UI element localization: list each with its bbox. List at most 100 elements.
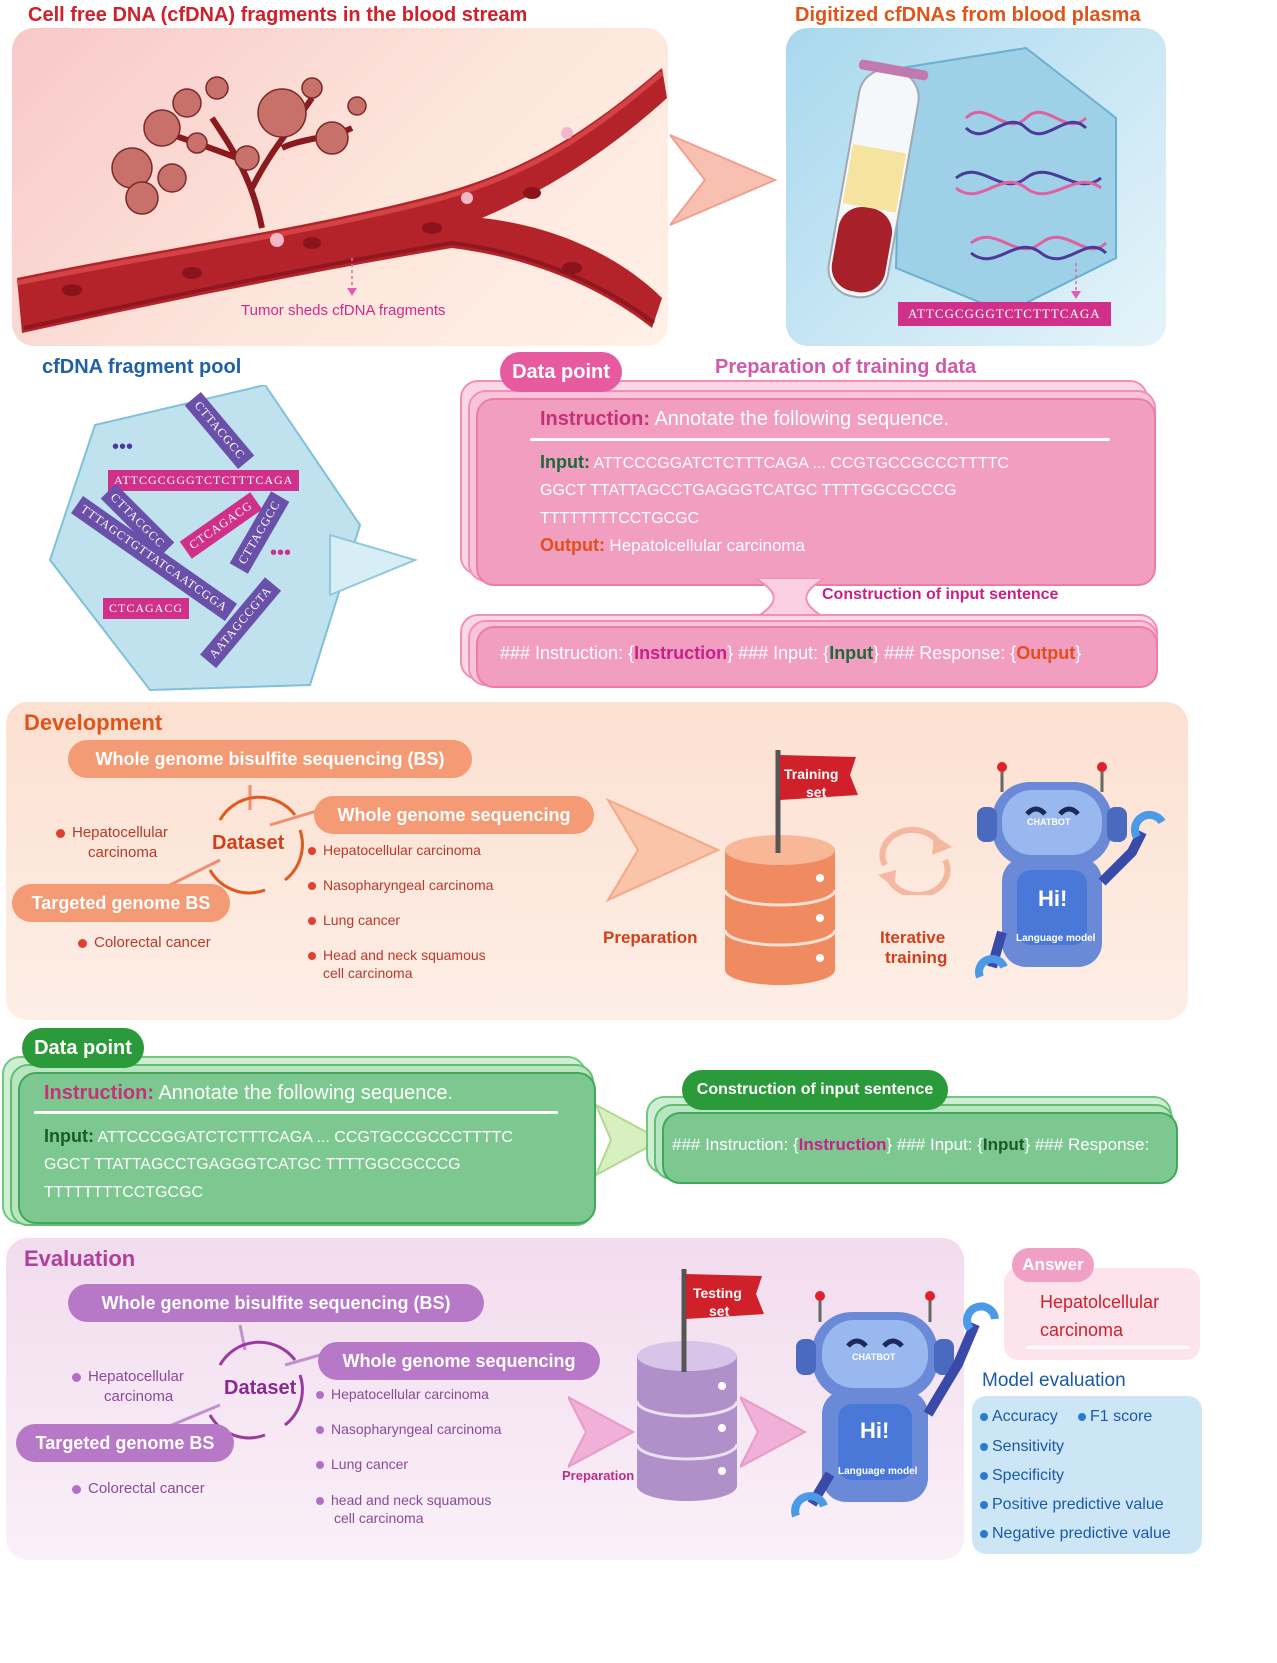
eval-left-item-1b: carcinoma — [104, 1388, 174, 1405]
dev-left-item-2: Colorectal cancer — [78, 934, 211, 951]
blood-vessel-illustration — [16, 68, 667, 333]
model-eval-panel — [972, 1396, 1202, 1554]
eval-wgs-item-4: head and neck squamous — [316, 1492, 491, 1508]
dev-preparation-arrow-icon — [605, 797, 721, 903]
fragment-2: ATTCGCGGGTCTCTTTCAGA — [108, 470, 300, 491]
tumor-sheds-label: Tumor sheds cfDNA fragments — [241, 302, 446, 319]
test-data-point-tab: Data point — [22, 1028, 144, 1068]
test-tube-illustration — [827, 46, 1117, 315]
sentence-key-input: Input — [829, 643, 874, 663]
dev-chatbot-icon — [975, 762, 1166, 979]
eval-dataset-lines — [159, 1324, 321, 1440]
test-sentence-key-input: Input — [982, 1135, 1025, 1154]
metric-f1: F1 score — [1078, 1408, 1152, 1426]
dev-left-item-1: Hepatocellular — [56, 824, 168, 841]
model-eval-title: Model evaluation — [982, 1370, 1126, 1391]
testing-flag-icon — [681, 1269, 764, 1372]
sentence-part-3: } ### Response: { — [873, 643, 1017, 663]
input-line-1: ATTCCCGGATCTCTTTCAGA ... CCGTGCCGCCCTTTT… — [593, 455, 1009, 472]
training-sentence: ### Instruction: {Instruction} ### Input… — [500, 643, 1081, 664]
metric-accuracy: Accuracy — [980, 1408, 1058, 1426]
test-sentence-card — [662, 1112, 1178, 1184]
test-input-line-2: GGCT TTATTAGCCTGAGGGTCATGC TTTTGGCGCCCG — [44, 1156, 461, 1173]
test-sentence-part-1: ### Instruction: { — [672, 1135, 799, 1154]
metric-specificity: Specificity — [980, 1467, 1064, 1485]
fragment-pool-title: cfDNA fragment pool — [42, 356, 242, 378]
dev-hi-label: Hi! — [1038, 886, 1068, 911]
dev-chatbot-label: CHATBOT — [1027, 817, 1071, 827]
training-sentence-card — [476, 626, 1158, 688]
training-output-row: Output: Hepatolcellular carcinoma — [540, 535, 805, 556]
output-text: Hepatolcellular carcinoma — [609, 536, 806, 555]
iterative-label-2: training — [885, 948, 948, 967]
metric-sensitivity: Sensitivity — [980, 1438, 1064, 1456]
eval-preparation-arrow-icon — [568, 1395, 636, 1469]
test-instruction-label: Instruction: — [44, 1082, 154, 1104]
training-data-title: Preparation of training data — [715, 356, 977, 378]
sentence-part-4: } — [1075, 643, 1082, 663]
eval-chatbot-label: CHATBOT — [852, 1352, 896, 1362]
test-input-line-1: ATTCCCGGATCTCTTTCAGA ... CCGTGCCGCCCTTTT… — [97, 1129, 513, 1146]
arrow-to-plasma-icon — [669, 134, 778, 226]
eval-wgs-pill: Whole genome sequencing — [318, 1342, 600, 1380]
dev-dataset-label: Dataset — [212, 832, 285, 854]
input-label: Input: — [540, 452, 590, 472]
eval-wgbs-pill: Whole genome bisulfite sequencing (BS) — [68, 1284, 484, 1322]
training-divider — [530, 438, 1110, 441]
training-connector-icon — [755, 578, 825, 618]
answer-tab: Answer — [1012, 1248, 1094, 1282]
answer-panel — [1004, 1268, 1200, 1360]
dev-wgs-item-1: Hepatocellular carcinoma — [308, 842, 481, 858]
input-line-2: GGCT TTATTAGCCTGAGGGTCATGC TTTTGGCGCCCG — [540, 482, 957, 499]
dev-targeted-pill: Targeted genome BS — [12, 884, 230, 922]
training-construction-label: Construction of input sentence — [822, 586, 1059, 603]
dev-wgs-item-2: Nasopharyngeal carcinoma — [308, 877, 493, 893]
test-card — [18, 1072, 596, 1224]
training-card — [476, 398, 1156, 586]
test-sentence-part-3: } ### Response: — [1024, 1135, 1150, 1154]
digitized-sequence: ATTCGCGGGTCTCTTTCAGA — [898, 302, 1111, 326]
test-input-label: Input: — [44, 1126, 94, 1146]
metric-ppv: Positive predictive value — [980, 1496, 1164, 1514]
eval-dataset-label: Dataset — [224, 1377, 297, 1399]
eval-wgs-item-4b: cell carcinoma — [334, 1510, 424, 1526]
metric-npv: Negative predictive value — [980, 1525, 1171, 1543]
eval-left-item-2: Colorectal cancer — [72, 1480, 205, 1497]
instruction-text: Annotate the following sequence. — [654, 408, 950, 430]
test-sentence-key-instruction: Instruction — [798, 1135, 887, 1154]
sentence-key-output: Output — [1016, 643, 1076, 663]
test-sentence: ### Instruction: {Instruction} ### Input… — [672, 1135, 1149, 1155]
eval-chatbot-icon — [791, 1291, 999, 1518]
dev-left-item-1b: carcinoma — [88, 844, 158, 861]
iterative-cycle-icon — [878, 827, 952, 895]
dev-language-model-label: Language model — [1016, 933, 1096, 944]
testing-database-icon — [635, 1341, 739, 1501]
test-input-row: Input: ATTCCCGGATCTCTTTCAGA ... CCGTGCCG… — [44, 1126, 513, 1147]
training-database-icon — [723, 835, 837, 985]
sentence-key-instruction: Instruction — [634, 643, 728, 663]
dev-wgs-item-3: Lung cancer — [308, 912, 400, 928]
eval-targeted-pill: Targeted genome BS — [16, 1424, 234, 1462]
test-instruction-row: Instruction: Annotate the following sequ… — [44, 1082, 453, 1105]
test-construction-pill: Construction of input sentence — [682, 1070, 948, 1110]
dev-preparation-label: Preparation — [603, 928, 698, 947]
dev-wgs-item-4b: cell carcinoma — [323, 965, 413, 981]
sentence-part-1: ### Instruction: { — [500, 643, 635, 663]
eval-language-model-label: Language model — [838, 1466, 918, 1477]
training-input-row: Input: ATTCCCGGATCTCTTTCAGA ... CCGTGCCG… — [540, 452, 1009, 473]
sentence-part-2: } ### Input: { — [727, 643, 830, 663]
testing-flag-label-2: set — [709, 1303, 730, 1319]
eval-arrow-icon — [740, 1395, 808, 1469]
eval-preparation-label: Preparation — [562, 1468, 635, 1483]
fragment-7: CTCAGACG — [103, 598, 190, 619]
training-data-point-tab: Data point — [500, 352, 622, 392]
dev-wgbs-pill: Whole genome bisulfite sequencing (BS) — [68, 740, 472, 778]
instruction-label: Instruction: — [540, 408, 650, 430]
eval-hi-label: Hi! — [860, 1418, 890, 1443]
iterative-label-1: Iterative — [880, 928, 946, 947]
test-sentence-part-2: } ### Input: { — [886, 1135, 983, 1154]
pool-dots-a: ••• — [112, 436, 134, 458]
dev-wgs-item-4: Head and neck squamous — [308, 947, 486, 963]
output-label: Output: — [540, 535, 605, 555]
digitized-title: Digitized cfDNAs from blood plasma — [795, 4, 1141, 26]
